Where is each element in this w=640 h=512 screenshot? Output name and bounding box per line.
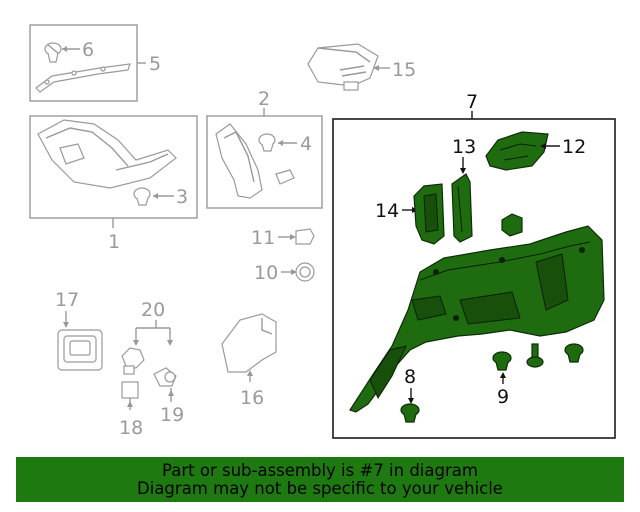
- trim-12-part: [485, 131, 549, 171]
- part-18-group: 18: [119, 381, 143, 439]
- callout-2[interactable]: 2: [258, 88, 270, 110]
- callout-18[interactable]: 18: [119, 417, 143, 439]
- callout-4[interactable]: 4: [300, 133, 312, 155]
- clip-small-part: [501, 213, 523, 237]
- banner-line-1: Part or sub-assembly is #7 in diagram: [162, 460, 478, 480]
- trim-13-part: [451, 173, 473, 243]
- trim-strip-part: [35, 63, 131, 93]
- callout-10[interactable]: 10: [254, 262, 278, 284]
- clip-8-part: [400, 403, 420, 423]
- part-5-group: 5 6: [29, 24, 161, 102]
- callout-8[interactable]: 8: [404, 366, 416, 388]
- callout-15[interactable]: 15: [392, 59, 416, 81]
- part-2-group: 2 4: [206, 88, 323, 209]
- bolt-part: [526, 343, 544, 368]
- part-7-box: [332, 118, 616, 439]
- bulb-socket-part: [121, 347, 145, 369]
- clip-4-part: [258, 133, 276, 152]
- callout-9[interactable]: 9: [497, 386, 509, 408]
- part-7-group: 7 12 13 14: [332, 91, 616, 439]
- part-17-group: 17: [55, 289, 103, 371]
- part-19-group: 19: [153, 367, 184, 426]
- callout-17[interactable]: 17: [55, 289, 79, 311]
- callout-1[interactable]: 1: [108, 231, 120, 253]
- clip-3-part: [133, 187, 151, 206]
- banner-line-2: Diagram may not be specific to your vehi…: [137, 478, 503, 498]
- clip-right-part: [564, 343, 584, 363]
- callout-7[interactable]: 7: [466, 91, 478, 113]
- callout-14[interactable]: 14: [375, 200, 399, 222]
- callout-19[interactable]: 19: [160, 404, 184, 426]
- pillar-trim-2-part: [215, 123, 263, 199]
- callout-3[interactable]: 3: [176, 186, 188, 208]
- clip-18-part: [121, 381, 139, 399]
- callout-6[interactable]: 6: [82, 39, 94, 61]
- info-banner: Part or sub-assembly is #7 in diagram Di…: [16, 457, 624, 502]
- part-11-group: 11: [251, 227, 315, 249]
- part-15-group: 15: [307, 43, 416, 91]
- quarter-trim-7-part: [349, 225, 605, 413]
- trim-panel-1-part: [37, 119, 177, 189]
- part-1-group: 1 3: [29, 115, 198, 253]
- clip-9-part: [492, 351, 512, 371]
- callout-16[interactable]: 16: [240, 387, 264, 409]
- part-5-box: [29, 24, 138, 102]
- part-20-group: 20: [121, 299, 173, 375]
- part-16-group: 16: [221, 313, 277, 409]
- part-10-group: 10: [254, 262, 315, 284]
- callout-11[interactable]: 11: [251, 227, 275, 249]
- clip-11-part: [295, 228, 315, 245]
- callout-20[interactable]: 20: [141, 299, 165, 321]
- clip-6-part: [44, 42, 62, 63]
- callout-13[interactable]: 13: [452, 136, 476, 158]
- callout-5[interactable]: 5: [149, 53, 161, 75]
- cover-16-part: [221, 313, 277, 373]
- callout-12[interactable]: 12: [562, 136, 586, 158]
